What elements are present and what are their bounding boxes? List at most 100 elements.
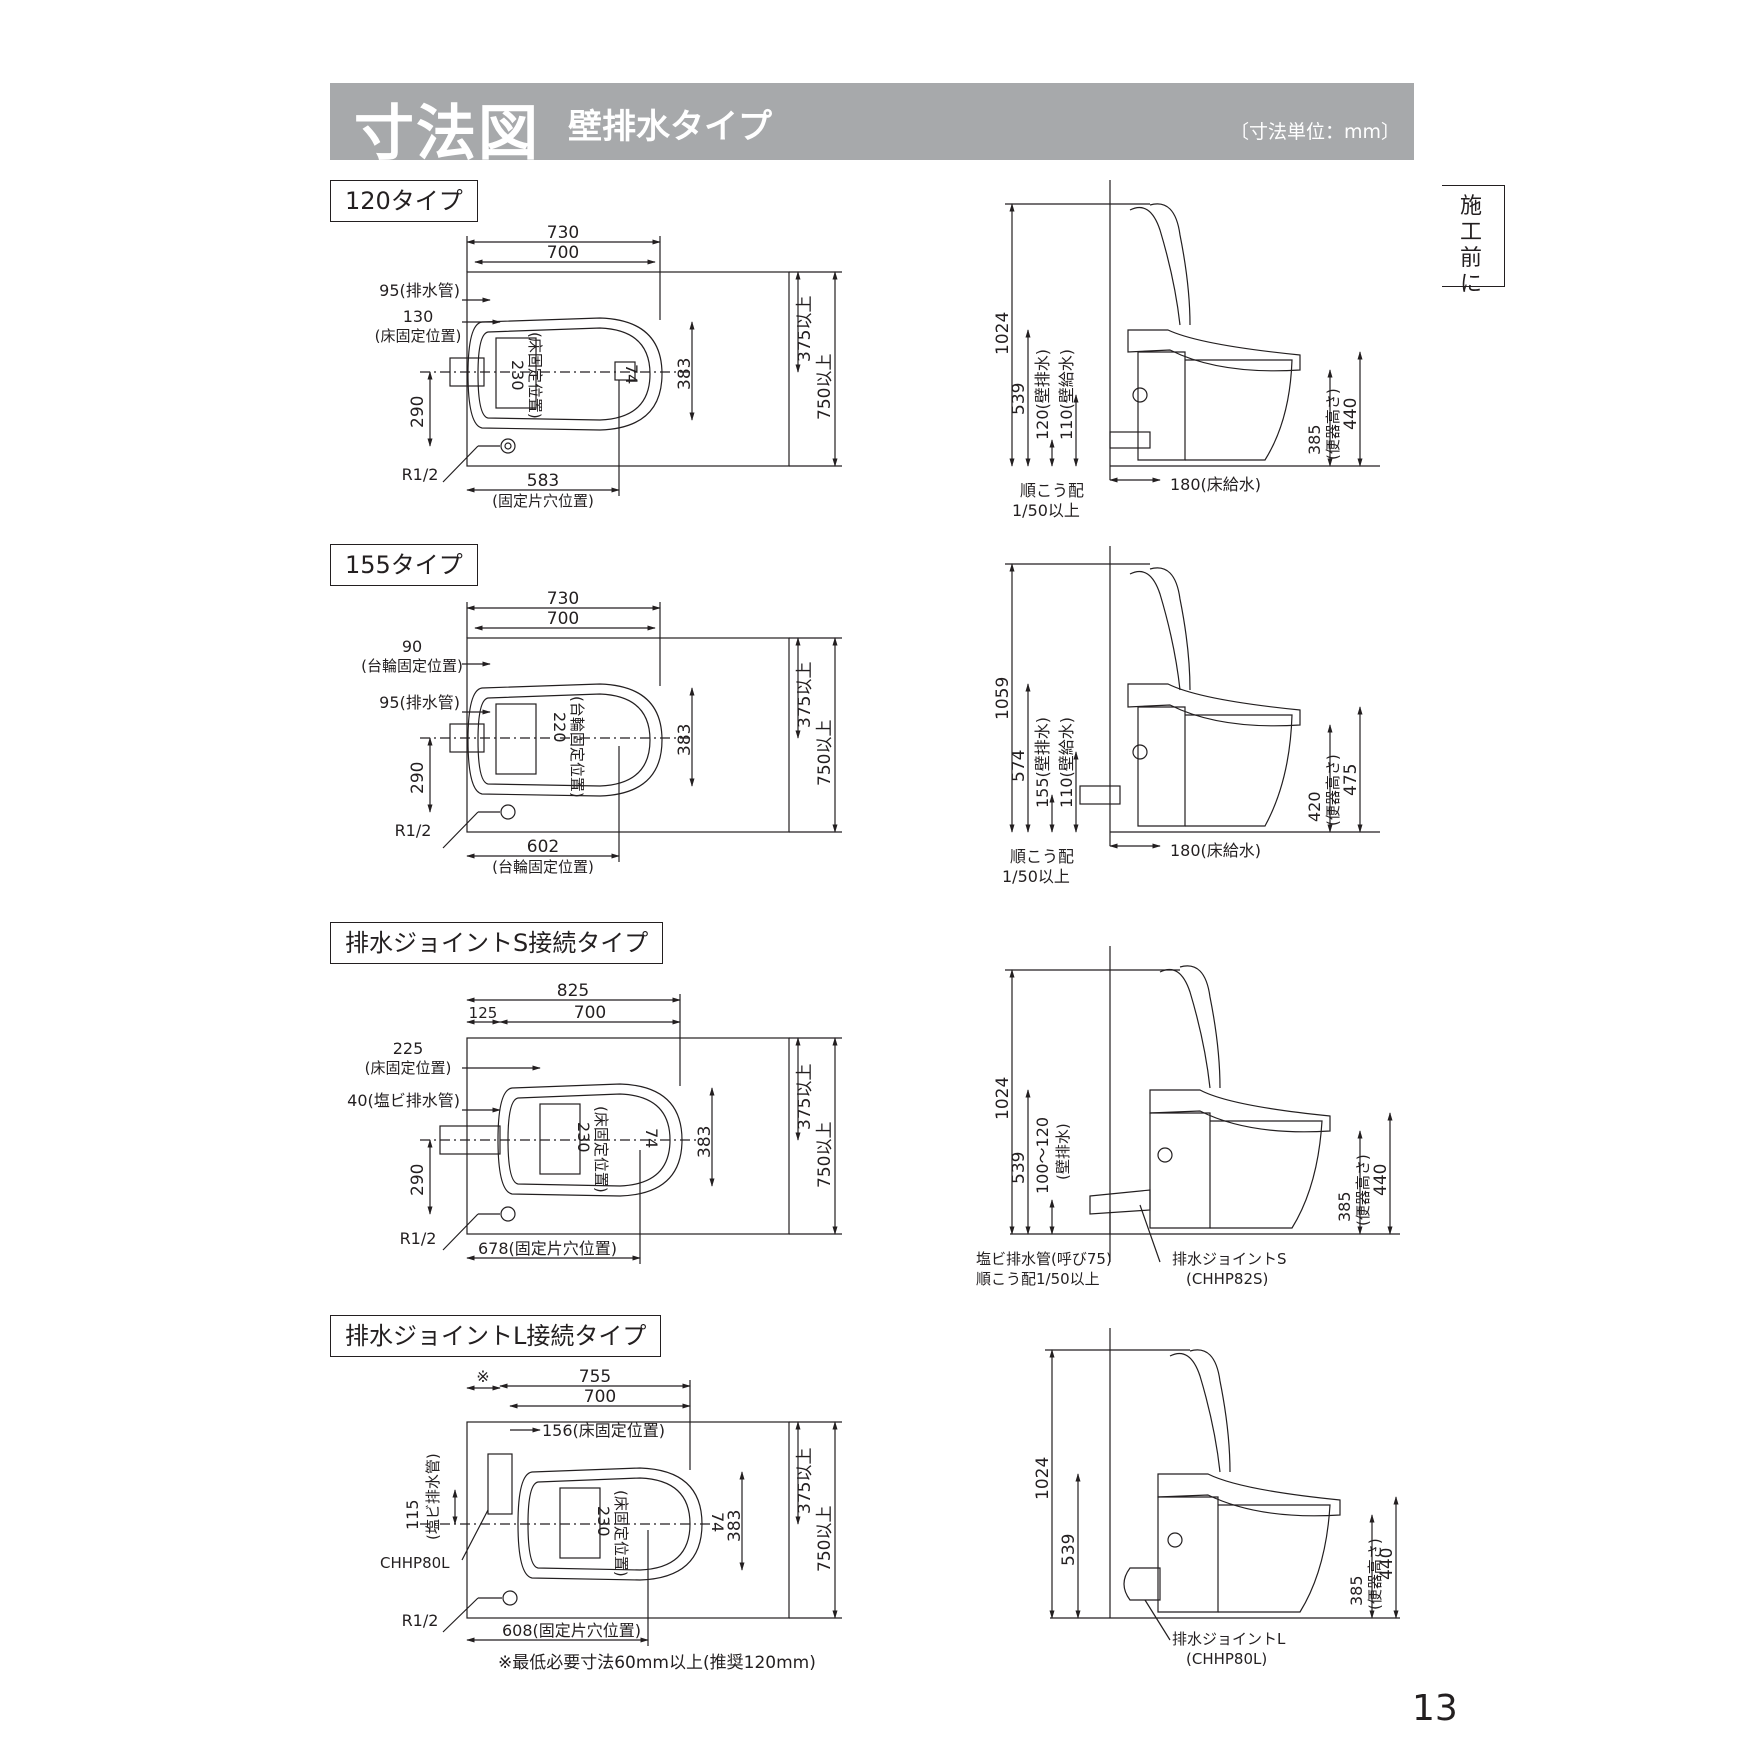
section-label-155: 155タイプ bbox=[330, 544, 478, 586]
section-label-joint-l: 排水ジョイントL接続タイプ bbox=[330, 1315, 662, 1357]
label-joint: 排水ジョイントS bbox=[1172, 1250, 1287, 1268]
toilet-outline bbox=[467, 683, 663, 797]
label-385-note: (便器高さ) bbox=[1324, 388, 1342, 460]
label-290: 290 bbox=[408, 1164, 428, 1196]
label-440: 440 bbox=[1377, 1548, 1397, 1580]
label-730: 730 bbox=[547, 223, 579, 243]
drain-pipe bbox=[1079, 785, 1121, 805]
side-tab-label: 施工前に bbox=[1460, 194, 1483, 297]
leader-code bbox=[461, 1509, 489, 1561]
label-100-note: (壁排水) bbox=[1054, 1123, 1072, 1180]
label-220: 220 bbox=[550, 712, 569, 743]
label-pipe2: 順こう配1/50以上 bbox=[976, 1270, 1100, 1288]
lid-front bbox=[1189, 1349, 1231, 1473]
side-view-155 bbox=[1005, 546, 1380, 849]
floor-area bbox=[466, 637, 790, 833]
label-1059: 1059 bbox=[993, 677, 1013, 720]
label-420-note: (便器高さ) bbox=[1324, 754, 1342, 826]
lid-front bbox=[1179, 965, 1221, 1089]
label-1024: 1024 bbox=[1033, 1457, 1053, 1500]
label-230-note: (床固定位置) bbox=[592, 1106, 610, 1193]
page-number: 13 bbox=[1412, 1688, 1458, 1729]
supply-valve bbox=[502, 1590, 518, 1606]
leader-r12 bbox=[442, 445, 479, 483]
page-title: 寸法図 bbox=[354, 99, 540, 169]
drain-pipe bbox=[1109, 431, 1151, 449]
plan-view-120 bbox=[420, 236, 842, 496]
label-700: 700 bbox=[547, 243, 579, 263]
label-110: 110(壁給水) bbox=[1057, 349, 1076, 440]
label-385: 385 bbox=[1305, 424, 1324, 455]
plan-view-155 bbox=[420, 602, 842, 862]
label-730: 730 bbox=[547, 589, 579, 609]
section-label-joint-s: 排水ジョイントS接続タイプ bbox=[330, 922, 664, 964]
label-440: 440 bbox=[1341, 398, 1361, 430]
label-1024: 1024 bbox=[993, 1077, 1013, 1120]
bowl-body bbox=[1218, 1504, 1331, 1613]
label-90-note: (台輪固定位置) bbox=[361, 657, 463, 675]
label-40: 40(塩ビ排水管) bbox=[347, 1091, 460, 1110]
tank-part bbox=[539, 1103, 581, 1175]
label-180: 180(床給水) bbox=[1170, 841, 1261, 860]
label-95: 95(排水管) bbox=[379, 693, 460, 712]
label-225: 225 bbox=[393, 1039, 424, 1058]
supply-valve bbox=[500, 804, 516, 820]
label-230-note: (床固定位置) bbox=[612, 1490, 630, 1577]
label-700: 700 bbox=[584, 1387, 616, 1407]
leader-joint bbox=[1144, 1599, 1171, 1641]
supply-valve bbox=[500, 438, 516, 454]
toilet-seat bbox=[527, 1477, 691, 1571]
leader-r12 bbox=[442, 1597, 479, 1633]
bowl-body bbox=[1210, 1120, 1323, 1229]
tank-body bbox=[1137, 706, 1186, 827]
label-180: 180(床給水) bbox=[1170, 475, 1261, 494]
seat-profile bbox=[1157, 1473, 1341, 1517]
label-750: 750以上 bbox=[815, 1506, 835, 1572]
label-130-note: (床固定位置) bbox=[375, 327, 462, 345]
label-539: 539 bbox=[1059, 1534, 1079, 1566]
label-r12: R1/2 bbox=[400, 1229, 437, 1248]
tank-part bbox=[495, 703, 537, 775]
label-700: 700 bbox=[574, 1003, 606, 1023]
floor-area bbox=[466, 1037, 790, 1235]
section-label-120: 120タイプ bbox=[330, 180, 478, 222]
label-joint: 排水ジョイントL bbox=[1172, 1630, 1286, 1648]
label-230: 230 bbox=[574, 1122, 593, 1153]
toilet-outline bbox=[467, 317, 663, 431]
label-220-note: (台輪固定位置) bbox=[568, 696, 586, 798]
toilet-seat bbox=[477, 693, 651, 787]
lid-front bbox=[1149, 203, 1191, 326]
label-383: 383 bbox=[725, 1510, 745, 1542]
label-155: 155(壁排水) bbox=[1033, 717, 1052, 808]
label-290: 290 bbox=[408, 396, 428, 428]
label-r12: R1/2 bbox=[402, 465, 439, 484]
label-383: 383 bbox=[695, 1126, 715, 1158]
drain-joint bbox=[1089, 1189, 1151, 1215]
lid-back bbox=[1169, 1352, 1221, 1473]
tank-part bbox=[495, 337, 537, 409]
label-115-note: (塩ビ排水管) bbox=[424, 1453, 442, 1540]
label-joint-code: (CHHP82S) bbox=[1186, 1270, 1268, 1288]
label-footnote: ※最低必要寸法60mm以上(推奨120mm) bbox=[498, 1653, 816, 1673]
label-125: 125 bbox=[469, 1004, 498, 1022]
label-583-note: (固定片穴位置) bbox=[492, 492, 594, 510]
label-230-note: (床固定位置) bbox=[526, 332, 544, 419]
label-225-note: (床固定位置) bbox=[365, 1059, 452, 1077]
label-r12: R1/2 bbox=[395, 821, 432, 840]
side-view-joint-l bbox=[1045, 1328, 1400, 1641]
leader-joint bbox=[1139, 1204, 1161, 1263]
label-74: 74 bbox=[642, 1128, 661, 1148]
label-74: 74 bbox=[708, 1512, 727, 1532]
label-note-mark: ※ bbox=[476, 1367, 489, 1386]
label-750: 750以上 bbox=[815, 354, 835, 420]
side-tab: 施工前に bbox=[1442, 185, 1505, 297]
lid-back bbox=[1129, 570, 1181, 691]
label-slope2: 1/50以上 bbox=[1002, 867, 1070, 886]
drain-joint bbox=[487, 1453, 513, 1515]
label-385: 385 bbox=[1347, 1575, 1366, 1606]
label-755: 755 bbox=[579, 1367, 611, 1387]
side-view-joint-s bbox=[1005, 946, 1400, 1263]
supply-valve bbox=[1157, 1147, 1173, 1163]
label-440: 440 bbox=[1371, 1164, 1391, 1196]
supply-valve bbox=[500, 1206, 516, 1222]
